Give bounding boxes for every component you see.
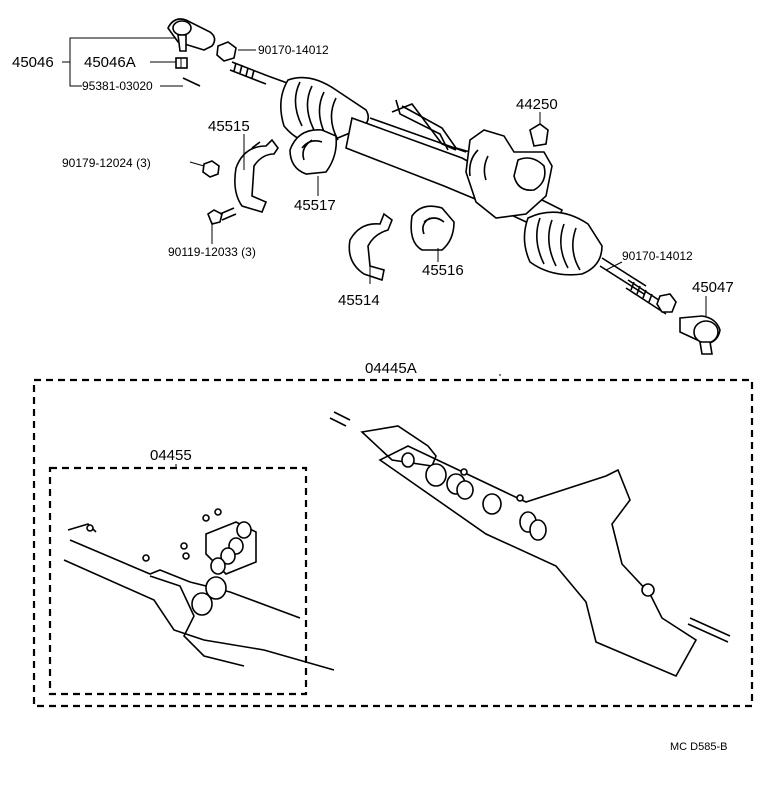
label-45047: 45047: [692, 279, 734, 296]
inner-tie-rod-left: [229, 61, 291, 85]
label-45046: 45046: [12, 54, 54, 71]
pinion-valve-body: [465, 112, 553, 219]
label-nut-left: 90170-14012: [258, 43, 329, 57]
bracket-nut: [202, 160, 220, 178]
footer-code: MC D585-B: [670, 741, 727, 753]
label-nut-right: 90170-14012: [622, 249, 693, 263]
gasket-kit-rack: [329, 411, 731, 678]
label-45514: 45514: [338, 292, 380, 309]
label-04455: 04455: [150, 447, 192, 464]
tie-rod-end-right: [679, 315, 721, 355]
rack-boot-right: [523, 211, 603, 276]
label-45517: 45517: [294, 197, 336, 214]
bracket-lower: [348, 212, 393, 282]
grommet-left: [289, 129, 338, 175]
label-45516: 45516: [422, 262, 464, 279]
jam-nut-right: [656, 293, 677, 313]
seal-kit-rack: [63, 508, 335, 671]
label-bolt-bracket: 90119-12033 (3): [168, 245, 256, 259]
bracket-upper: [234, 138, 279, 213]
label-44250: 44250: [516, 96, 558, 113]
label-45046A: 45046A: [84, 54, 136, 71]
bracket-bolt: [207, 207, 237, 225]
gasket-kit-box: [32, 378, 754, 708]
tie-rod-end-left: [167, 18, 216, 52]
grommet-right: [410, 205, 455, 251]
label-nut-bracket: 90179-12024 (3): [62, 156, 151, 170]
castle-nut-left: [175, 57, 188, 69]
cotter-pin: [182, 77, 201, 87]
seal-kit-box: [48, 466, 308, 696]
label-04445A: 04445A: [365, 360, 417, 377]
label-cotter-pin: 95381-03020: [82, 79, 153, 93]
jam-nut-left: [216, 41, 237, 62]
rack-boot-left: [280, 76, 370, 145]
label-45515: 45515: [208, 118, 250, 135]
